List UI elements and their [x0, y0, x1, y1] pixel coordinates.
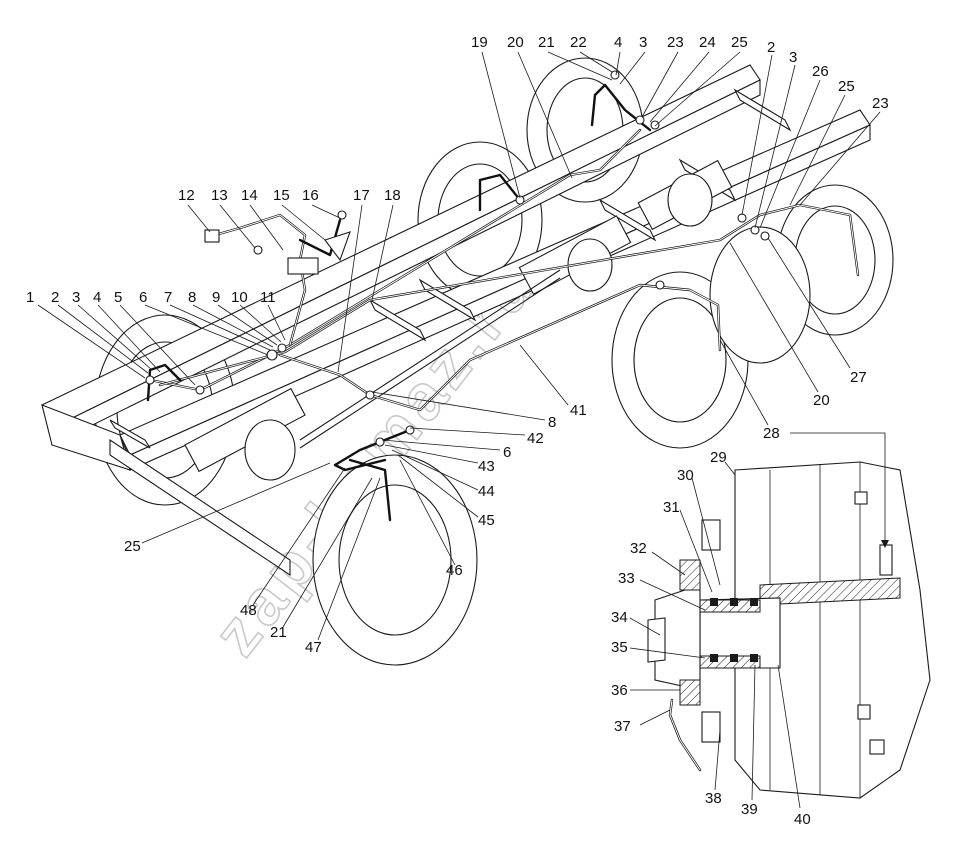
callout-37: 37	[614, 718, 631, 735]
callout-2: 2	[51, 289, 59, 306]
callout-15: 15	[273, 187, 290, 204]
callout-19: 19	[471, 34, 488, 51]
callout-6b: 6	[503, 444, 511, 461]
callout-1: 1	[26, 289, 34, 306]
vehicle-frame	[41, 64, 871, 577]
callout-35: 35	[611, 639, 628, 656]
callout-20: 20	[507, 34, 524, 51]
callout-16: 16	[302, 187, 319, 204]
callout-42: 42	[527, 430, 544, 447]
callout-14: 14	[241, 187, 258, 204]
callout-44: 44	[478, 483, 495, 500]
callout-34: 34	[611, 609, 628, 626]
callout-3b: 3	[639, 34, 647, 51]
leader-lines	[37, 51, 881, 809]
callout-23: 23	[667, 34, 684, 51]
callout-20b: 20	[813, 392, 830, 409]
callout-18: 18	[384, 187, 401, 204]
callout-4b: 4	[614, 34, 622, 51]
callout-12: 12	[178, 187, 195, 204]
fittings	[145, 70, 770, 447]
callout-28: 28	[763, 425, 780, 442]
callout-5: 5	[114, 289, 122, 306]
callout-47: 47	[305, 639, 322, 656]
callout-31: 31	[663, 499, 680, 516]
callout-46: 46	[446, 562, 463, 579]
callout-41: 41	[570, 402, 587, 419]
callout-3c: 3	[789, 49, 797, 66]
callout-30: 30	[677, 467, 694, 484]
callout-7: 7	[164, 289, 172, 306]
callout-3: 3	[72, 289, 80, 306]
callout-4: 4	[93, 289, 101, 306]
callout-13: 13	[211, 187, 228, 204]
callout-17: 17	[353, 187, 370, 204]
callout-40: 40	[794, 811, 811, 828]
callout-36: 36	[611, 682, 628, 699]
brake-pipes	[146, 83, 860, 522]
hub-section-detail	[647, 432, 931, 799]
callout-9: 9	[212, 289, 220, 306]
callout-22: 22	[570, 34, 587, 51]
callout-45: 45	[478, 512, 495, 529]
callout-21b: 21	[270, 624, 287, 641]
callout-25c: 25	[124, 538, 141, 555]
callout-38: 38	[705, 790, 722, 807]
callout-8: 8	[188, 289, 196, 306]
callout-27: 27	[850, 369, 867, 386]
callout-43: 43	[478, 458, 495, 475]
callout-39: 39	[741, 801, 758, 818]
callout-6: 6	[139, 289, 147, 306]
callout-10: 10	[231, 289, 248, 306]
callout-32: 32	[630, 540, 647, 557]
callout-23b: 23	[872, 95, 889, 112]
callout-48: 48	[240, 602, 257, 619]
callout-8b: 8	[548, 414, 556, 431]
callout-26: 26	[812, 63, 829, 80]
callout-24: 24	[699, 34, 716, 51]
callout-25b: 25	[838, 78, 855, 95]
callout-11: 11	[260, 289, 276, 306]
callout-21: 21	[538, 34, 555, 51]
callout-labels: 1 2 3 4 5 6 7 8 9 10 11 12 13 14 15 16 1…	[26, 34, 889, 828]
callout-25: 25	[731, 34, 748, 51]
callout-2b: 2	[767, 39, 775, 56]
callout-33: 33	[618, 570, 635, 587]
callout-29: 29	[710, 449, 727, 466]
